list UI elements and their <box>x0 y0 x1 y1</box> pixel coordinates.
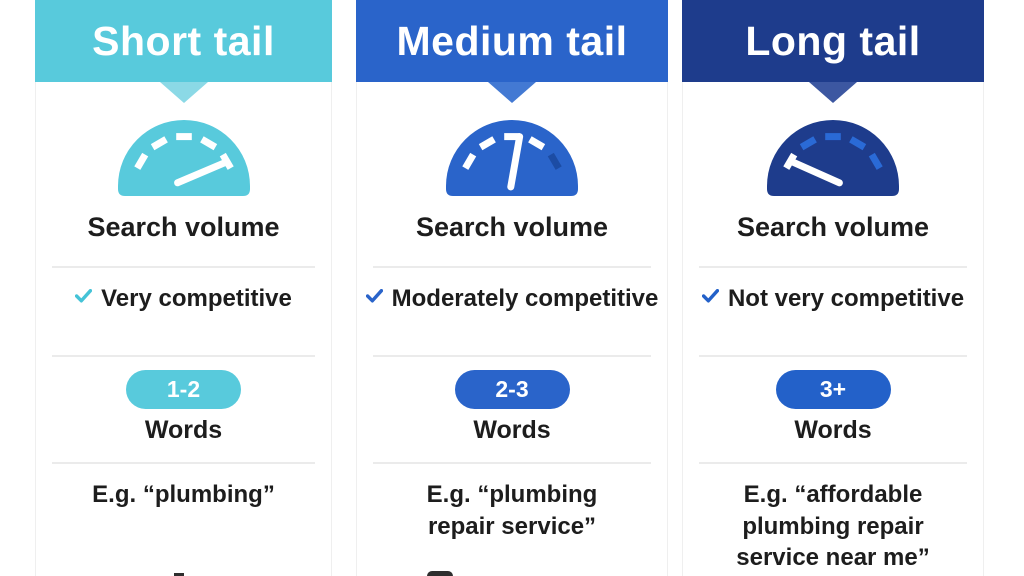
example-text: E.g. “plumbing” <box>92 481 275 508</box>
cutoff-content <box>427 571 453 576</box>
cutoff-content <box>174 573 184 576</box>
divider <box>52 355 315 357</box>
column-header: Short tail <box>35 0 332 82</box>
column-medium-tail: Medium tail Search volume <box>356 0 668 576</box>
words-section: 3+ Words <box>683 357 983 462</box>
example-text: E.g. “affordable plumbing repair service… <box>736 481 930 572</box>
header-pointer-triangle <box>809 82 857 103</box>
speedometer-gauge-icon <box>767 120 899 196</box>
competition-section: Moderately competitive <box>357 268 667 355</box>
gauge-section: Search volume <box>683 82 983 266</box>
divider <box>699 266 967 268</box>
word-count-badge: 2-3 <box>454 370 570 409</box>
word-count-badge: 3+ <box>775 370 891 409</box>
checkmark-icon <box>701 289 719 303</box>
divider <box>52 266 315 268</box>
competition-section: Very competitive <box>36 268 331 355</box>
gauge-label: Search volume <box>87 212 280 242</box>
column-short-tail: Short tail Search volume <box>35 0 332 576</box>
column-card: Search volume Not very competitive 3+ Wo… <box>682 82 984 576</box>
word-count-badge: 1-2 <box>126 370 241 409</box>
column-title: Short tail <box>92 17 275 64</box>
gauge-section: Search volume <box>36 82 331 266</box>
competition-text: Very competitive <box>101 285 292 312</box>
divider <box>373 355 651 357</box>
competition-section: Not very competitive <box>683 268 983 355</box>
words-label: Words <box>794 416 872 444</box>
column-title: Long tail <box>745 17 921 64</box>
speedometer-gauge-icon <box>117 120 250 196</box>
column-card: Search volume Very competitive 1-2 Words… <box>35 82 332 576</box>
divider <box>52 462 315 464</box>
column-header: Medium tail <box>356 0 668 82</box>
column-card: Search volume Moderately competitive 2-3… <box>356 82 668 576</box>
gauge-section: Search volume <box>357 82 667 266</box>
gauge-needle <box>789 158 843 187</box>
gauge-needle <box>173 159 228 187</box>
divider <box>373 462 651 464</box>
competition-text: Not very competitive <box>727 285 965 312</box>
words-label: Words <box>144 416 223 444</box>
column-header: Long tail <box>682 0 984 82</box>
speedometer-gauge-icon <box>446 120 578 196</box>
competition-text: Moderately competitive <box>391 285 659 312</box>
divider <box>699 462 967 464</box>
divider <box>699 355 967 357</box>
words-section: 2-3 Words <box>357 357 667 462</box>
example-text: E.g. “plumbing repair service” <box>426 481 598 540</box>
gauge-label: Search volume <box>415 212 609 242</box>
checkmark-icon <box>75 289 93 303</box>
checkmark-icon <box>365 289 383 303</box>
gauge-label: Search volume <box>736 212 930 242</box>
header-pointer-triangle <box>488 82 536 103</box>
gauge-needle <box>507 133 524 191</box>
column-title: Medium tail <box>396 17 628 64</box>
words-label: Words <box>473 416 551 444</box>
column-long-tail: Long tail Search volume <box>682 0 984 576</box>
divider <box>373 266 651 268</box>
header-pointer-triangle <box>159 82 208 103</box>
words-section: 1-2 Words <box>36 357 331 462</box>
